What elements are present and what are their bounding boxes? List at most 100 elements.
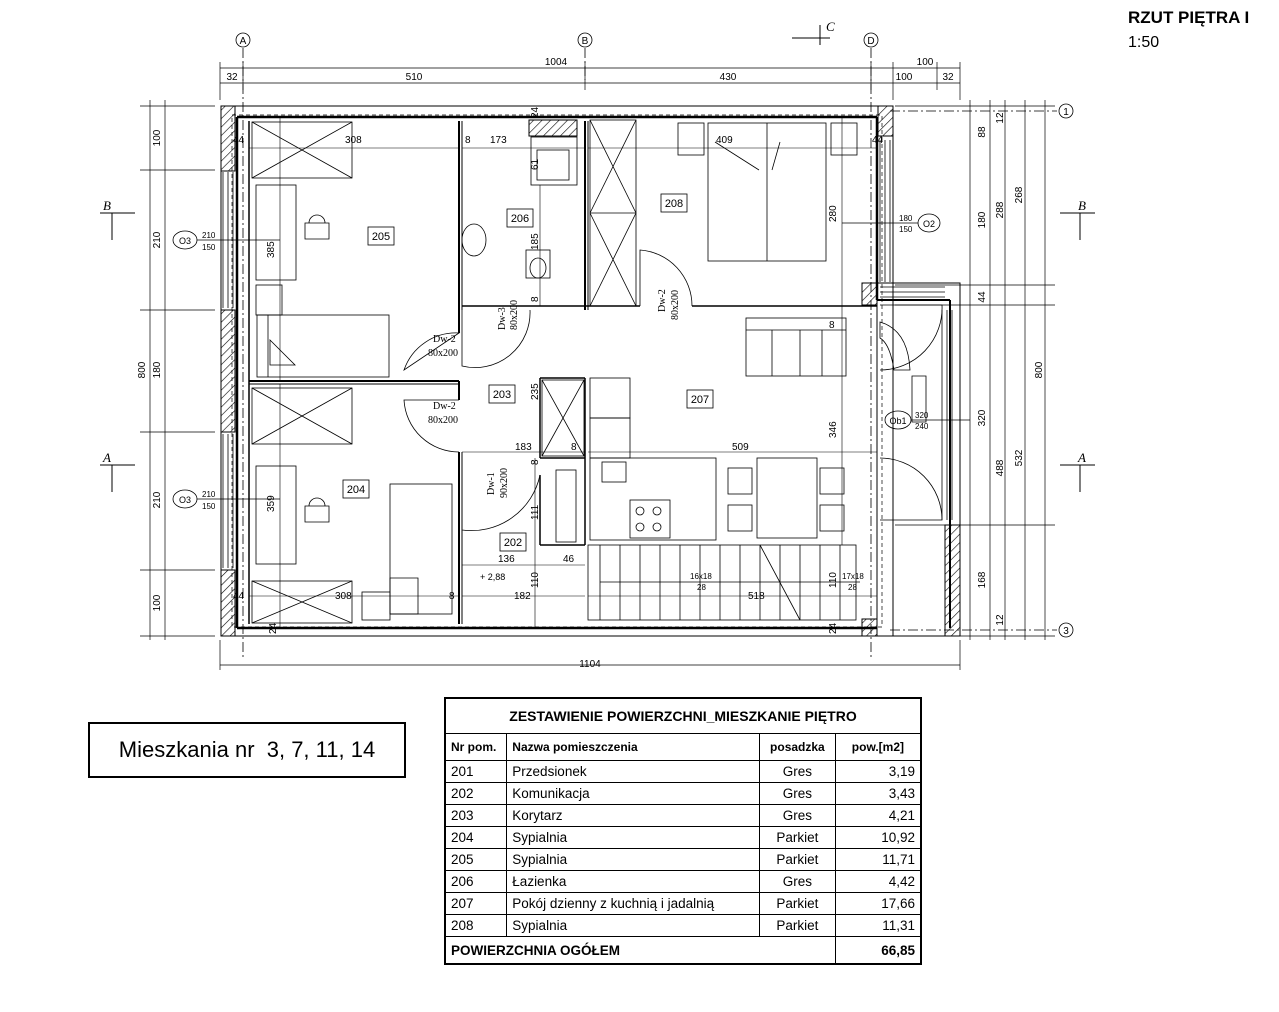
dim-i-518: 518	[748, 591, 765, 602]
col-header-name: Nazwa pomieszczenia	[506, 733, 760, 761]
table-row: 201 Przedsionek Gres 3,19	[444, 760, 922, 783]
section-b-right: B	[1078, 198, 1086, 213]
cell-nr: 205	[444, 848, 508, 871]
furniture	[255, 122, 927, 621]
dim-i-385: 385	[266, 241, 277, 258]
dim-i-359: 359	[266, 495, 277, 512]
room-205: 205	[372, 231, 390, 243]
hatched-walls	[220, 105, 961, 637]
sheet-title-block: RZUT PIĘTRA I 1:50	[1128, 8, 1249, 52]
table-row: 202 Komunikacja Gres 3,43	[444, 782, 922, 805]
section-b-left: B	[103, 198, 111, 213]
dim-i-308b: 308	[335, 591, 352, 602]
cell-area: 11,71	[834, 848, 922, 871]
dim-r-168: 168	[977, 571, 988, 588]
window-o2-w: 180	[899, 214, 913, 223]
dim-i-24a: 24	[530, 106, 541, 118]
dim-i-110a: 110	[530, 572, 541, 588]
axis-b-label: B	[582, 36, 589, 47]
area-schedule-table: ZESTAWIENIE POWIERZCHNI_MIESZKANIE PIĘTR…	[444, 697, 922, 965]
windows	[222, 140, 953, 568]
cell-name: Komunikacja	[506, 782, 760, 805]
cell-nr: 201	[444, 760, 508, 783]
cell-floor: Gres	[758, 760, 836, 783]
cell-area: 11,31	[834, 914, 922, 937]
dim-r-800: 800	[1034, 361, 1045, 378]
door-dw3-size: 80x200	[509, 300, 520, 330]
door-dw1-name: Dw-1	[486, 472, 497, 495]
cell-name: Sypialnia	[506, 914, 760, 937]
dim-top-100a: 100	[917, 57, 934, 68]
table-row: 205 Sypialnia Parkiet 11,71	[444, 848, 922, 871]
dim-i-61: 61	[530, 158, 541, 170]
dim-r-44: 44	[977, 291, 988, 303]
door-dw2a-name: Dw-2	[433, 334, 456, 345]
cell-nr: 207	[444, 892, 508, 915]
apartments-label-box: Mieszkania nr 3, 7, 11, 14	[88, 722, 406, 778]
walls	[220, 105, 961, 637]
dim-r-180: 180	[977, 211, 988, 228]
wardrobes	[251, 119, 637, 624]
cell-floor: Gres	[758, 870, 836, 893]
stair-2-size: 17x18	[842, 572, 864, 581]
cell-area: 4,42	[834, 870, 922, 893]
axis-b-bubble	[577, 32, 593, 48]
dim-left-800: 800	[137, 361, 148, 378]
door-dw3-name: Dw-3	[497, 307, 508, 330]
dim-i-111: 111	[530, 504, 541, 520]
cell-nr: 202	[444, 782, 508, 805]
col-header-nr: Nr pom.	[444, 733, 508, 761]
stair-2-going: 28	[848, 583, 857, 592]
window-o3b-name: O3	[179, 495, 191, 505]
dim-r-88: 88	[977, 126, 988, 138]
dim-top-32b: 32	[942, 72, 954, 83]
dim-r-12b: 12	[995, 614, 1006, 626]
dim-r-320: 320	[977, 409, 988, 426]
dim-i-8d: 8	[530, 459, 541, 465]
dim-i-24c: 24	[828, 622, 839, 634]
dim-top-32a: 32	[226, 72, 238, 83]
dim-i-173: 173	[490, 135, 507, 146]
dim-top-1004: 1004	[545, 57, 568, 68]
dim-i-409: 409	[716, 135, 733, 146]
col-header-floor: posadzka	[758, 733, 836, 761]
axis-3-label: 3	[1063, 626, 1069, 637]
door-swings	[403, 249, 943, 531]
room-tags	[342, 193, 714, 552]
dim-i-235: 235	[530, 383, 541, 400]
dim-left-210a: 210	[152, 231, 163, 248]
table-row: 206 Łazienka Gres 4,42	[444, 870, 922, 893]
dim-r-12a: 12	[995, 112, 1006, 124]
axis-1-label: 1	[1063, 107, 1069, 118]
dim-i-44b: 44	[872, 135, 884, 146]
dim-i-8f: 8	[571, 442, 577, 453]
dim-i-8a: 8	[465, 135, 471, 146]
window-tags	[172, 213, 970, 509]
dim-top-430: 430	[720, 72, 737, 83]
dim-i-308a: 308	[345, 135, 362, 146]
door-dw2b-size: 80x200	[428, 415, 458, 426]
window-ob1-w: 320	[915, 411, 929, 420]
col-header-area: pow.[m2]	[834, 733, 922, 761]
room-208: 208	[665, 198, 683, 210]
dim-i-46: 46	[563, 554, 575, 565]
dim-i-182: 182	[514, 591, 531, 602]
dim-i-110b: 110	[828, 572, 839, 588]
door-dw1-size: 90x200	[499, 468, 510, 498]
dim-i-24b: 24	[268, 622, 279, 634]
dim-i-280: 280	[828, 205, 839, 222]
dim-i-183: 183	[515, 442, 532, 453]
window-o3a-w: 210	[202, 231, 216, 240]
cell-name: Pokój dzienny z kuchnią i jadalnią	[506, 892, 760, 915]
sheet-title: RZUT PIĘTRA I	[1128, 8, 1250, 27]
dim-i-136: 136	[498, 554, 515, 565]
window-o2-name: O2	[923, 219, 935, 229]
table-row: 203 Korytarz Gres 4,21	[444, 804, 922, 827]
axis-d-label: D	[867, 36, 874, 47]
cell-nr: 208	[444, 914, 508, 937]
axis-a-label: A	[240, 36, 247, 47]
dim-left-100a: 100	[152, 129, 163, 146]
dim-left-210b: 210	[152, 491, 163, 508]
cell-area: 4,21	[834, 804, 922, 827]
